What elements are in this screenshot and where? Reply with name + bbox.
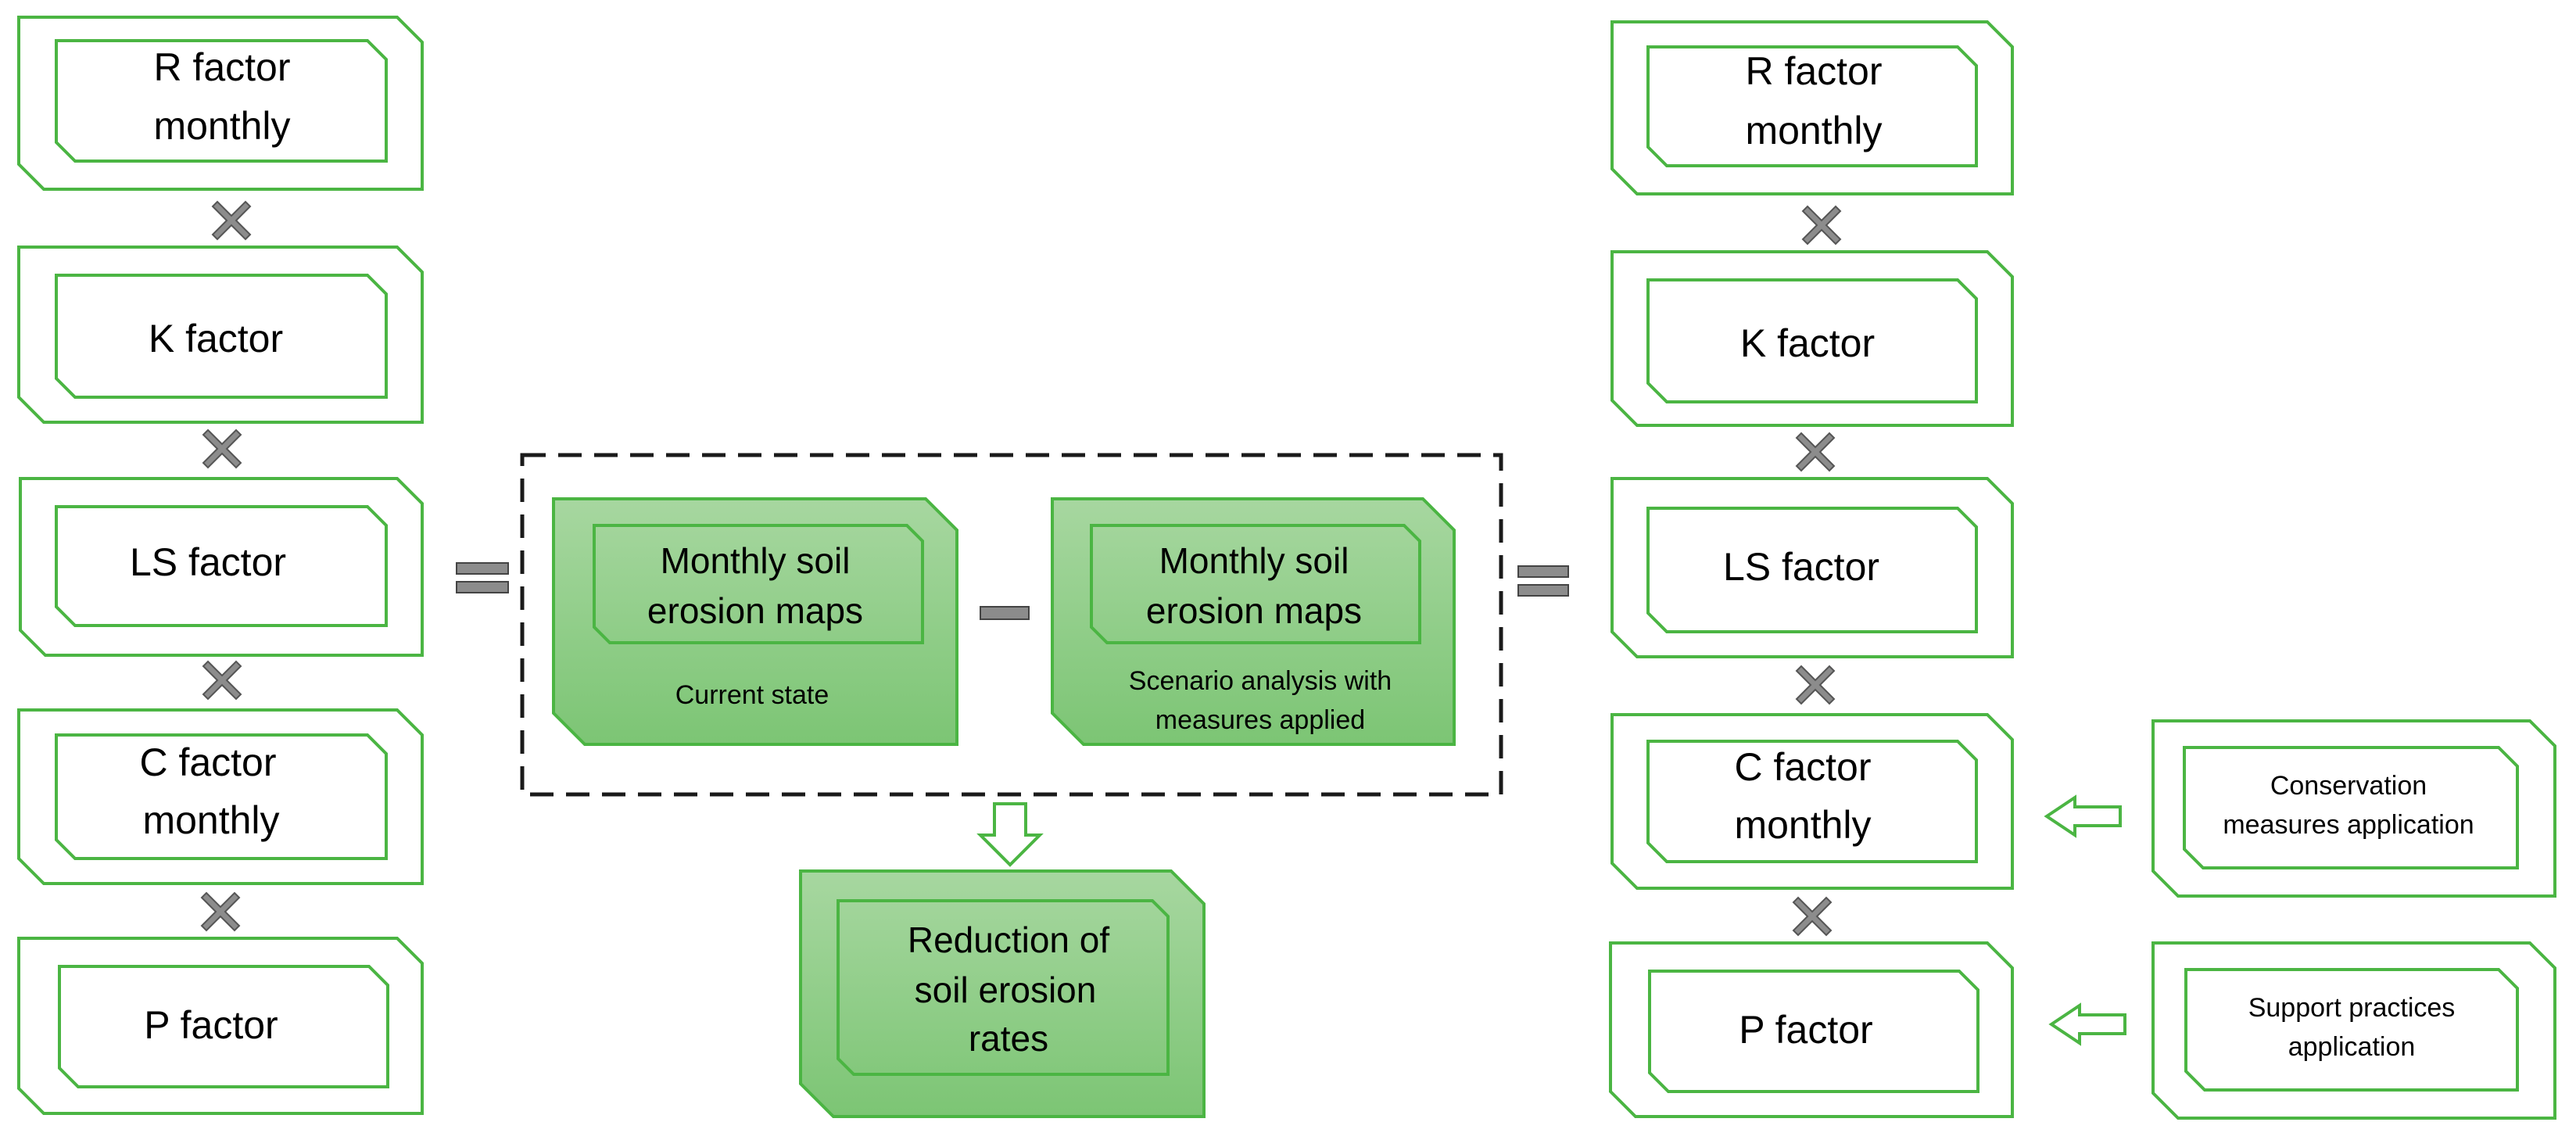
right-k-factor-line-1: K factor xyxy=(1740,321,1875,365)
comparison-frame xyxy=(520,453,1503,797)
left-p-factor-line-1: P factor xyxy=(144,1003,278,1047)
reduction-result-card: Reduction of soil erosion rates xyxy=(799,869,1206,1118)
left-r-factor-line-2: monthly xyxy=(153,104,290,148)
map-scenario-card: Monthly soil erosion maps Scenario analy… xyxy=(1051,497,1456,746)
arrow-left-icon xyxy=(2044,794,2122,838)
map-current-caption: Current state xyxy=(675,680,829,710)
map-scenario-caption-line-2: measures applied xyxy=(1155,705,1365,735)
result-line-3: rates xyxy=(969,1018,1048,1059)
map-scenario-caption-line-1: Scenario analysis with xyxy=(1129,666,1392,696)
support-line-2: application xyxy=(2288,1032,2416,1062)
multiply-icon xyxy=(202,660,242,701)
left-k-factor-box: K factor xyxy=(17,246,424,424)
support-practices-box: Support practices application xyxy=(2151,941,2556,1120)
conservation-line-2: measures application xyxy=(2223,810,2474,840)
left-r-factor-box: R factor monthly xyxy=(17,16,424,191)
multiply-icon xyxy=(1792,896,1833,937)
right-k-factor-box: K factor xyxy=(1610,250,2014,427)
right-r-factor-box: R factor monthly xyxy=(1610,20,2014,195)
right-ls-factor-line-1: LS factor xyxy=(1723,545,1879,589)
multiply-icon xyxy=(1801,205,1842,246)
left-c-factor-box: C factor monthly xyxy=(17,708,424,885)
right-p-factor-box: P factor xyxy=(1609,941,2014,1118)
right-c-factor-line-1: C factor xyxy=(1734,745,1871,789)
support-line-1: Support practices xyxy=(2248,993,2456,1023)
right-operators xyxy=(1792,205,1842,937)
map-current-state-card: Monthly soil erosion maps Current state xyxy=(552,497,958,746)
left-k-factor-line-1: K factor xyxy=(149,317,283,360)
conservation-line-1: Conservation xyxy=(2270,771,2427,801)
right-r-factor-line-2: monthly xyxy=(1745,109,1882,152)
right-c-factor-box: C factor monthly xyxy=(1610,713,2014,890)
multiply-icon xyxy=(1795,665,1836,705)
right-c-factor-line-2: monthly xyxy=(1734,803,1871,847)
arrow-left-icon xyxy=(2048,1002,2126,1046)
result-line-2: soil erosion xyxy=(915,970,1097,1010)
minus-icon xyxy=(980,606,1030,620)
left-operators xyxy=(200,200,252,932)
multiply-icon xyxy=(202,428,242,469)
right-ls-factor-box: LS factor xyxy=(1610,477,2014,658)
left-column: R factor monthly K factor LS factor C fa… xyxy=(17,16,424,1115)
map-current-title-line-2: erosion maps xyxy=(647,590,863,631)
map-current-title-line-1: Monthly soil xyxy=(661,540,851,581)
left-ls-factor-box: LS factor xyxy=(19,477,424,657)
multiply-icon xyxy=(200,891,241,932)
map-scenario-title-line-2: erosion maps xyxy=(1146,590,1362,631)
right-p-factor-line-1: P factor xyxy=(1739,1008,1872,1052)
result-line-1: Reduction of xyxy=(908,920,1109,960)
right-r-factor-line-1: R factor xyxy=(1745,49,1882,93)
multiply-icon xyxy=(1795,432,1836,472)
arrow-down-icon xyxy=(976,802,1044,867)
equals-icon xyxy=(456,562,509,593)
left-p-factor-box: P factor xyxy=(17,937,424,1115)
multiply-icon xyxy=(211,200,252,241)
left-r-factor-line-1: R factor xyxy=(153,45,290,89)
right-column: R factor monthly K factor LS factor C fa… xyxy=(1609,20,2014,1118)
map-scenario-title-line-1: Monthly soil xyxy=(1159,540,1349,581)
equals-icon xyxy=(1517,565,1569,597)
left-c-factor-line-1: C factor xyxy=(139,740,276,784)
left-c-factor-line-2: monthly xyxy=(142,798,279,842)
conservation-measures-box: Conservation measures application xyxy=(2151,719,2556,898)
left-ls-factor-line-1: LS factor xyxy=(130,540,286,584)
